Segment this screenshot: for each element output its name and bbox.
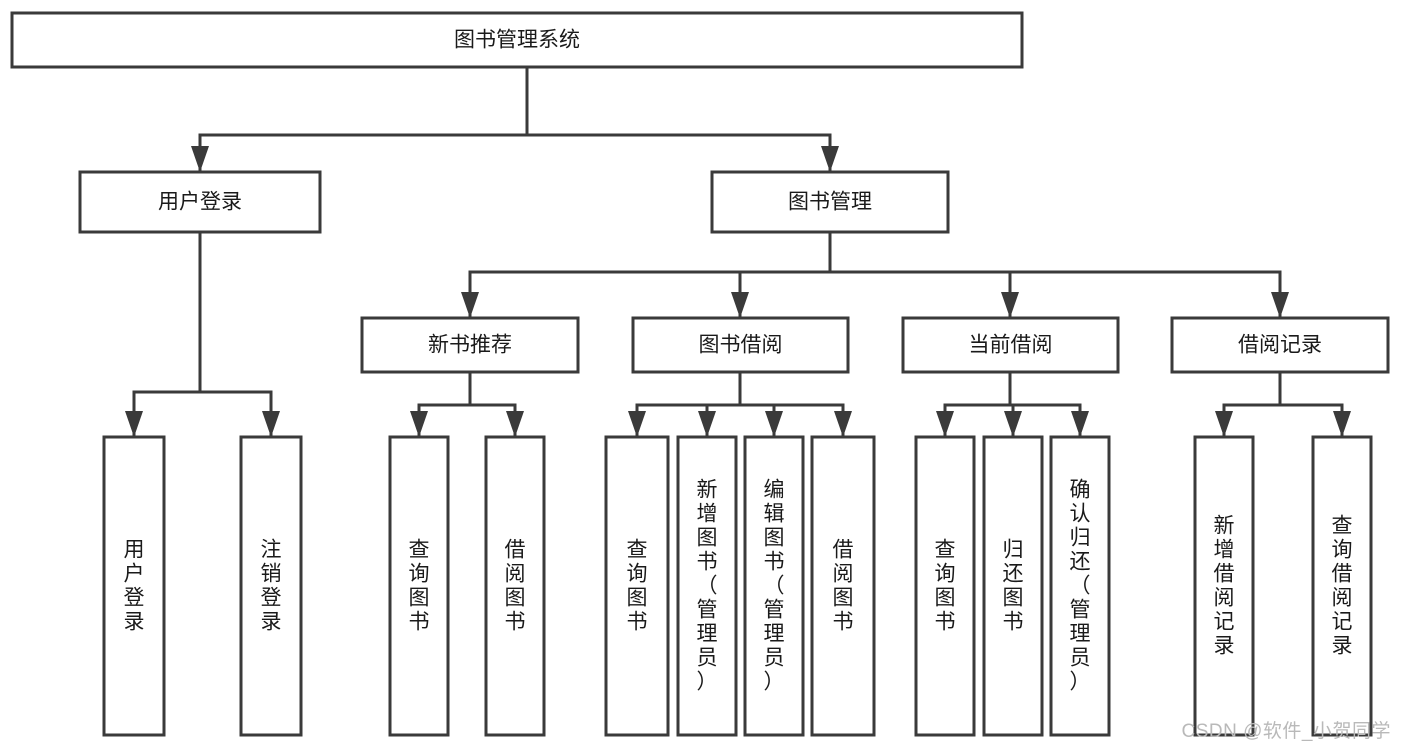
level3-node-box[interactable] <box>360 316 580 374</box>
leaf-node[interactable]: 确认归还（管理员） <box>1049 435 1111 737</box>
connector-borrow-to-leaves <box>628 370 852 437</box>
leaf-node-box[interactable] <box>676 435 738 737</box>
connector-root-to-level2 <box>191 65 839 172</box>
leaf-node-label: 借阅图书 <box>505 539 526 634</box>
leaf-node-label: 注销登录 <box>261 539 282 634</box>
level3-node-box[interactable] <box>901 316 1120 374</box>
leaf-node-box[interactable] <box>914 435 976 737</box>
leaf-node[interactable]: 用户登录 <box>102 435 166 737</box>
connector-bookmgmt-to-level3 <box>461 230 1289 318</box>
node-layer: 图书管理系统用户登录图书管理新书推荐图书借阅当前借阅借阅记录用户登录注销登录查询… <box>10 11 1390 737</box>
leaf-node-label: 编辑图书（管理员） <box>764 479 785 694</box>
level3-node-label: 新书推荐 <box>428 334 512 357</box>
level3-node-box[interactable] <box>631 316 850 374</box>
level3-node-label: 当前借阅 <box>969 334 1053 357</box>
arrow-head-icon <box>765 411 783 437</box>
leaf-node-label: 新增图书（管理员） <box>697 479 718 694</box>
arrow-head-icon <box>834 411 852 437</box>
leaf-node-label: 用户登录 <box>124 539 145 634</box>
leaf-node-label: 查询图书 <box>627 539 648 634</box>
arrow-head-icon <box>410 411 428 437</box>
level3-node[interactable]: 新书推荐 <box>360 316 580 374</box>
leaf-node-box[interactable] <box>982 435 1044 737</box>
leaf-node-box[interactable] <box>1193 435 1255 737</box>
leaf-node[interactable]: 归还图书 <box>982 435 1044 737</box>
arrow-head-icon <box>125 411 143 437</box>
arrow-head-icon <box>628 411 646 437</box>
connector-newbook-to-leaves <box>410 370 524 437</box>
arrow-head-icon <box>1215 411 1233 437</box>
leaf-node[interactable]: 新增借阅记录 <box>1193 435 1255 737</box>
root-node-box[interactable] <box>10 11 1024 69</box>
leaf-node[interactable]: 查询图书 <box>388 435 450 737</box>
connector-layer <box>125 65 1351 437</box>
leaf-node[interactable]: 查询借阅记录 <box>1311 435 1373 737</box>
connector-userlogin-to-leaves <box>125 230 280 437</box>
leaf-node-box[interactable] <box>102 435 166 737</box>
leaf-node[interactable]: 借阅图书 <box>484 435 546 737</box>
arrow-head-icon <box>1271 292 1289 318</box>
arrow-head-icon <box>1001 292 1019 318</box>
leaf-node-box[interactable] <box>743 435 805 737</box>
leaf-node-label: 查询图书 <box>935 539 956 634</box>
arrow-head-icon <box>1071 411 1089 437</box>
arrow-head-icon <box>1333 411 1351 437</box>
leaf-node-box[interactable] <box>484 435 546 737</box>
leaf-node-label: 查询图书 <box>409 539 430 634</box>
connector-current-to-leaves <box>936 370 1089 437</box>
leaf-node-label: 新增借阅记录 <box>1214 515 1235 658</box>
level3-node-box[interactable] <box>1170 316 1390 374</box>
leaf-node[interactable]: 编辑图书（管理员） <box>743 435 805 737</box>
leaf-node-box[interactable] <box>239 435 303 737</box>
leaf-node-label: 确认归还（管理员） <box>1070 479 1091 694</box>
leaf-node[interactable]: 查询图书 <box>604 435 670 737</box>
level2-node-label: 用户登录 <box>158 191 242 214</box>
leaf-node-label: 归还图书 <box>1003 539 1024 634</box>
level3-node[interactable]: 当前借阅 <box>901 316 1120 374</box>
leaf-node-label: 借阅图书 <box>833 539 854 634</box>
leaf-node-box[interactable] <box>810 435 876 737</box>
arrow-head-icon <box>821 146 839 172</box>
level2-node[interactable]: 图书管理 <box>710 170 950 234</box>
arrow-head-icon <box>262 411 280 437</box>
leaf-node-box[interactable] <box>1049 435 1111 737</box>
leaf-node-box[interactable] <box>388 435 450 737</box>
root-node-label: 图书管理系统 <box>454 29 580 52</box>
level3-node[interactable]: 图书借阅 <box>631 316 850 374</box>
arrow-head-icon <box>1004 411 1022 437</box>
leaf-node-label: 查询借阅记录 <box>1332 515 1353 658</box>
leaf-node[interactable]: 查询图书 <box>914 435 976 737</box>
root-node[interactable]: 图书管理系统 <box>10 11 1024 69</box>
level2-node-box[interactable] <box>710 170 950 234</box>
leaf-node[interactable]: 注销登录 <box>239 435 303 737</box>
watermark-label: CSDN @软件_小贺同学 <box>1181 721 1391 742</box>
arrow-head-icon <box>698 411 716 437</box>
arrow-head-icon <box>506 411 524 437</box>
connector-record-to-leaves <box>1215 370 1351 437</box>
level3-node-label: 图书借阅 <box>699 334 783 357</box>
level2-node[interactable]: 用户登录 <box>78 170 322 234</box>
leaf-node-box[interactable] <box>604 435 670 737</box>
leaf-node-box[interactable] <box>1311 435 1373 737</box>
level3-node[interactable]: 借阅记录 <box>1170 316 1390 374</box>
arrow-head-icon <box>461 292 479 318</box>
arrow-head-icon <box>191 146 209 172</box>
level2-node-box[interactable] <box>78 170 322 234</box>
arrow-head-icon <box>936 411 954 437</box>
leaf-node[interactable]: 新增图书（管理员） <box>676 435 738 737</box>
level2-node-label: 图书管理 <box>788 191 872 214</box>
level3-node-label: 借阅记录 <box>1238 334 1322 357</box>
leaf-node[interactable]: 借阅图书 <box>810 435 876 737</box>
arrow-head-icon <box>731 292 749 318</box>
